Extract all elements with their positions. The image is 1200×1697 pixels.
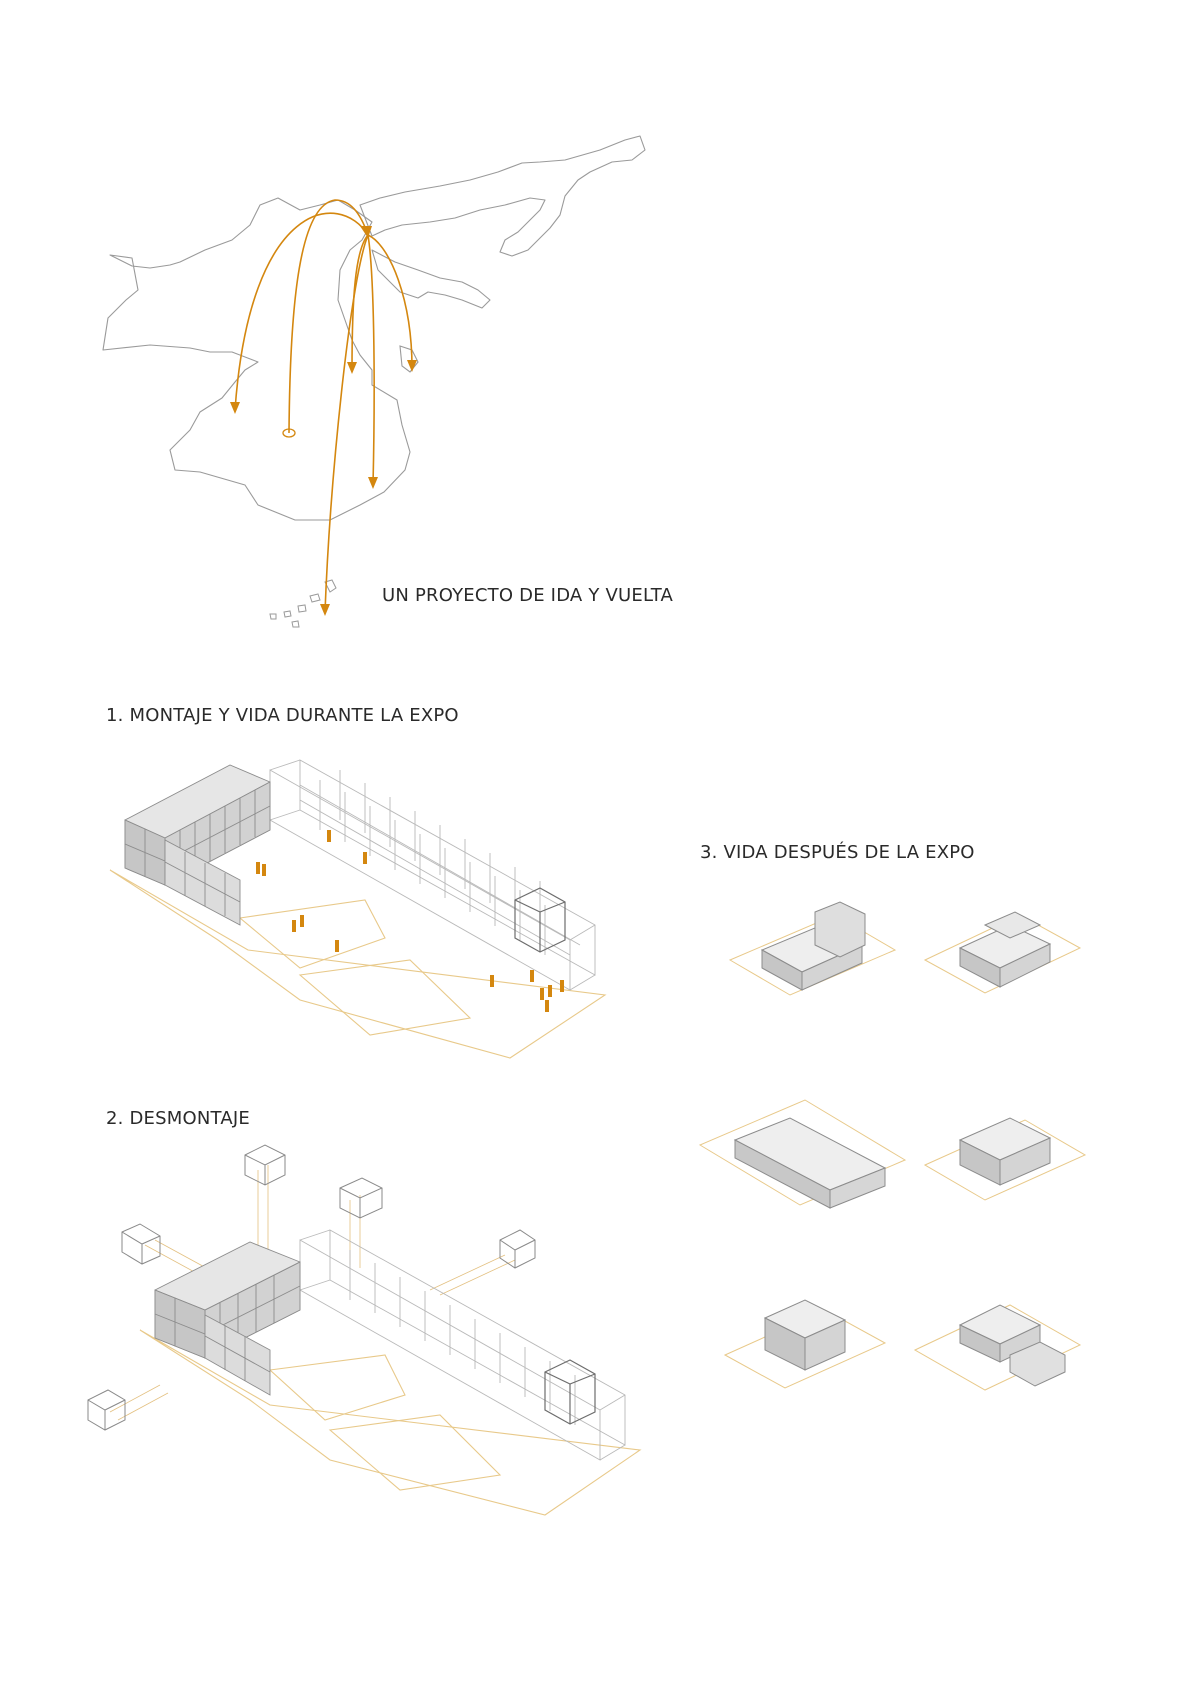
- stage1-dark-module: [514, 887, 566, 953]
- arc-hub-to-west: [234, 212, 369, 411]
- stage2-dark-module: [544, 1359, 596, 1425]
- map-islands: [269, 579, 337, 628]
- stage2-frame: [299, 1229, 626, 1461]
- stage3-group-4: [923, 1117, 1087, 1201]
- stage1-frame: [269, 759, 596, 991]
- stage2-title: 2. DESMONTAJE: [106, 1108, 250, 1129]
- stage2-floating-modules: [87, 1144, 536, 1431]
- arc-hub-to-south: [367, 234, 375, 486]
- arc-hub-to-islands: [324, 234, 369, 613]
- map-caption: UN PROYECTO DE IDA Y VUELTA: [382, 585, 674, 606]
- stage2-plot-outline: [139, 1329, 642, 1516]
- arc-origin-to-hub: [288, 199, 369, 434]
- map-coastline-middle: [371, 249, 491, 309]
- stage3-group-6: [913, 1304, 1082, 1391]
- stage1-people: [256, 830, 564, 1012]
- route-arcs: [234, 199, 413, 613]
- map-diagram: [102, 135, 646, 628]
- stage3-title: 3. VIDA DESPUÉS DE LA EXPO: [700, 842, 975, 863]
- stage3-group-5: [723, 1299, 887, 1389]
- stage1-title: 1. MONTAJE Y VIDA DURANTE LA EXPO: [106, 705, 459, 726]
- stage3-group-3: [698, 1099, 907, 1209]
- map-coastline-north: [359, 135, 646, 257]
- stage3-group-1: [728, 901, 897, 996]
- stage1-plot-outline: [109, 869, 607, 1059]
- map-coastline-east: [399, 345, 419, 373]
- arc-hub-to-east: [367, 234, 413, 369]
- arrowheads: [230, 226, 417, 616]
- stage2-module-stack: [154, 1241, 301, 1396]
- arc-hub-to-center: [351, 234, 369, 371]
- stage2-guides: [109, 1165, 516, 1421]
- stage3-group-2: [923, 911, 1082, 994]
- map-coastline-mainland: [102, 197, 411, 521]
- stage1-module-stack: [124, 764, 271, 926]
